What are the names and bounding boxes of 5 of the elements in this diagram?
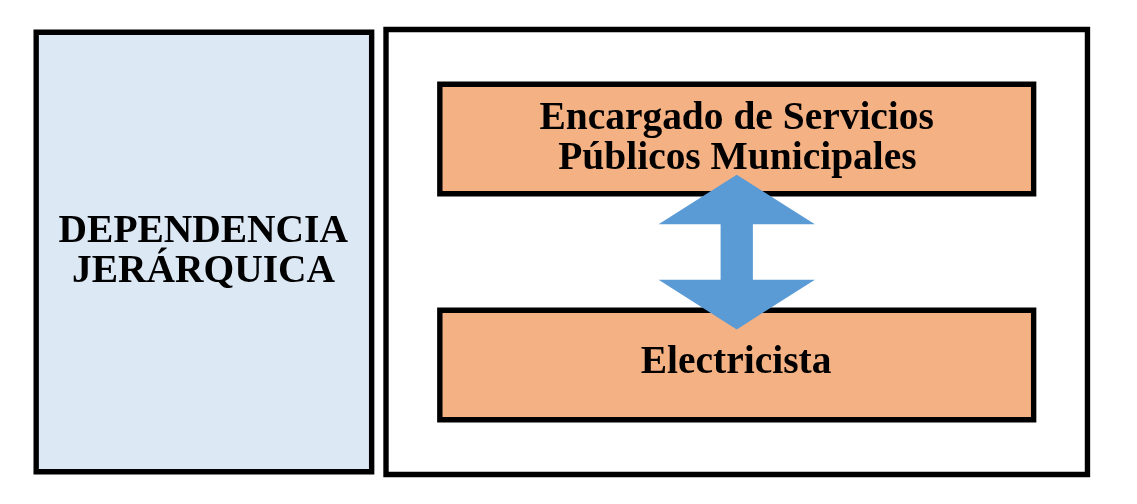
arrow xyxy=(658,174,815,330)
cluster xyxy=(382,26,1090,478)
node-box: DEPENDENCIA JERÁRQUICA xyxy=(33,29,374,475)
node-box: Electricista xyxy=(436,307,1036,423)
node-box: Encargado de Servicios Públicos Municipales xyxy=(436,81,1036,197)
